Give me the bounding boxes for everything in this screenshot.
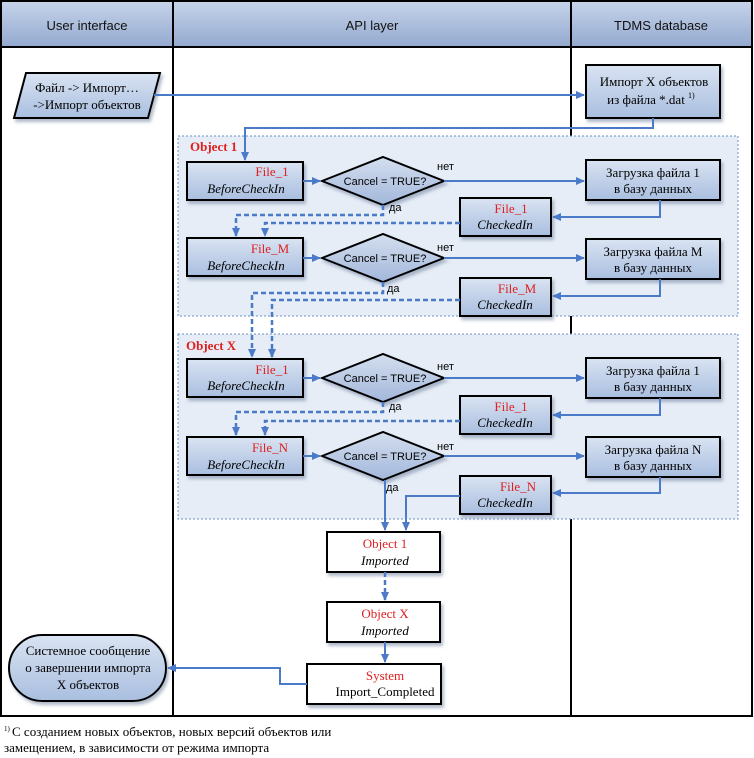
lane-header-bar (0, 0, 753, 48)
db-into-label: в базу данных (614, 260, 692, 275)
db-load-label: Загрузка файла M (604, 244, 703, 259)
dash-checked-to-next (261, 221, 460, 237)
arrow-db-to-checked (552, 398, 661, 419)
db-into-label: в базу данных (614, 458, 692, 473)
imported-label: Imported (360, 553, 409, 568)
decision-label: Cancel = TRUE? (344, 451, 427, 463)
db-into-label: в базу данных (614, 379, 692, 394)
file-n-label: File_N (252, 440, 289, 455)
dash-yes-to-next (232, 205, 385, 237)
yes-label: да (387, 283, 400, 295)
system-title: System (366, 668, 404, 683)
message-line-1: Системное сообщение (26, 643, 151, 658)
db-load-box-m (585, 238, 721, 280)
no-label: нет (437, 161, 454, 173)
arrow-db-to-checked (552, 200, 661, 221)
group-label-object-1: Object 1 (190, 139, 237, 154)
arrow-system-to-message (167, 664, 307, 685)
db-load-label: Загрузка файла 1 (606, 363, 700, 378)
dash-checked-to-objx (268, 298, 460, 358)
arrow-db-to-checked (552, 477, 661, 497)
group-label-object-x: Object X (186, 338, 237, 353)
no-label: нет (437, 361, 454, 373)
arrow-checked-to-imported (402, 495, 460, 531)
db-load-label: Загрузка файла N (605, 442, 702, 457)
import-line-2: из файла *.dat (607, 92, 685, 107)
dashed-connectors (232, 205, 460, 601)
arrow-db-to-checked (552, 279, 661, 300)
no-label: нет (437, 242, 454, 254)
before-checkin-box-1 (186, 161, 304, 201)
lane-title-ui: User interface (47, 18, 128, 33)
decision-label: Cancel = TRUE? (344, 176, 427, 188)
db-load-box-n (585, 436, 721, 478)
start-line-2: ->Импорт объектов (33, 97, 141, 112)
yes-label: да (386, 482, 399, 494)
checked-in-box-1 (459, 197, 552, 237)
decision-label: Cancel = TRUE? (344, 253, 427, 265)
system-event-label: Import_Completed (336, 684, 435, 699)
file-1-label: File_1 (255, 164, 288, 179)
completion-message-shape (8, 634, 167, 702)
checked-in-label: CheckedIn (477, 217, 533, 232)
checked-in-box-x1 (459, 395, 552, 435)
message-line-3: X объектов (57, 677, 119, 692)
checked-in-box-n (459, 475, 552, 515)
footnote-line-2: замещением, в зависимости от режима импо… (4, 740, 269, 755)
before-checkin-label: BeforeCheckIn (207, 258, 284, 273)
db-load-label: Загрузка файла 1 (606, 165, 700, 180)
before-checkin-box-m (186, 237, 304, 277)
object-x-imported-title: Object X (361, 606, 409, 621)
checked-in-label: CheckedIn (477, 495, 533, 510)
before-checkin-label: BeforeCheckIn (207, 457, 284, 472)
solid-connectors (154, 91, 661, 685)
system-event-box (306, 663, 442, 705)
checked-in-label: CheckedIn (477, 415, 533, 430)
lane-title-db: TDMS database (614, 18, 708, 33)
db-load-box-1 (585, 159, 721, 201)
before-checkin-label: BeforeCheckIn (207, 181, 284, 196)
yes-label: да (389, 401, 402, 413)
file-1-label: File_1 (494, 399, 527, 414)
object-1-imported-title: Object 1 (363, 536, 407, 551)
footnote-mark: 1) (4, 725, 11, 733)
message-line-2: о завершении импорта (25, 660, 151, 675)
file-n-label: File_N (500, 479, 537, 494)
import-footnote-mark: 1) (688, 91, 695, 100)
decision-label: Cancel = TRUE? (344, 373, 427, 385)
file-m-label: File_M (251, 241, 290, 256)
object-x-imported-box (326, 601, 441, 643)
db-load-box-x1 (585, 357, 721, 399)
dash-checked-to-next (261, 419, 460, 436)
start-menu-shape (12, 72, 162, 119)
dash-yes-to-next (232, 402, 385, 436)
db-into-label: в базу данных (614, 181, 692, 196)
start-line-1: Файл -> Импорт… (35, 80, 139, 95)
dash-yes-to-objx (248, 282, 385, 358)
arrow-import-to-object1 (241, 118, 654, 161)
file-1-label: File_1 (255, 362, 288, 377)
checked-in-label: CheckedIn (477, 297, 533, 312)
file-m-label: File_M (498, 281, 537, 296)
checked-in-box-m (459, 277, 552, 317)
lane-title-api: API layer (346, 18, 399, 33)
no-label: нет (437, 441, 454, 453)
imported-label: Imported (360, 623, 409, 638)
file-1-label: File_1 (494, 201, 527, 216)
import-line-1: Импорт X объектов (600, 74, 709, 89)
footnote-line-1: С созданием новых объектов, новых версий… (12, 724, 331, 739)
object-1-imported-box (326, 531, 441, 573)
before-checkin-label: BeforeCheckIn (207, 378, 284, 393)
yes-label: да (389, 202, 402, 214)
